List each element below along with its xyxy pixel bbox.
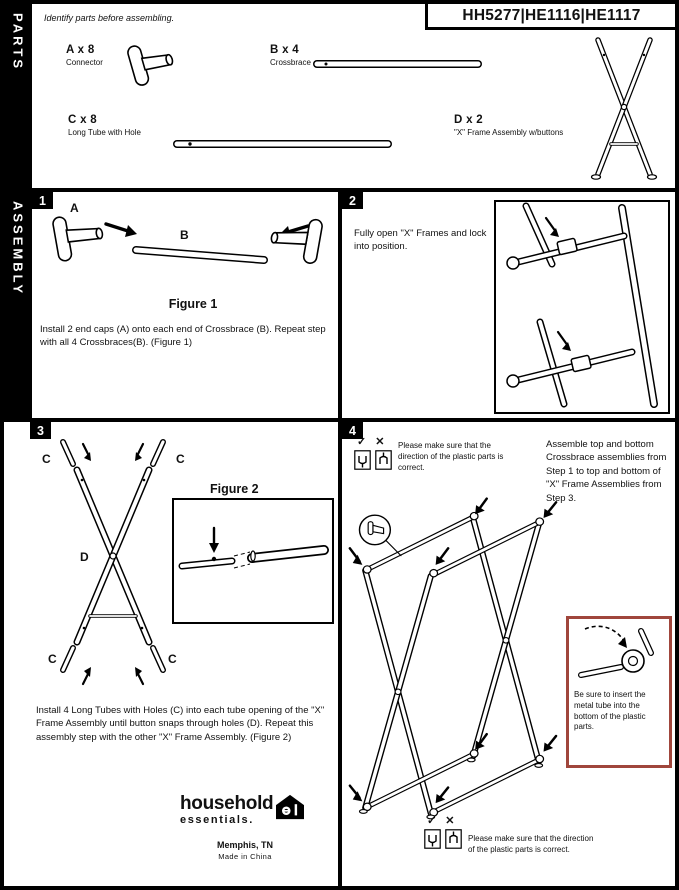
parts-sidebar-label: PARTS bbox=[10, 13, 26, 72]
part-c-label: C x 8 Long Tube with Hole bbox=[68, 114, 141, 137]
brand-name-top: household bbox=[180, 793, 274, 814]
step-3-x-frame-diagram bbox=[60, 439, 166, 686]
column-divider bbox=[338, 422, 342, 886]
direction-marks-bottom: ✓ ✕ bbox=[427, 814, 454, 827]
part-d-code: D x 2 bbox=[454, 114, 483, 126]
figure-2-caption: Figure 2 bbox=[210, 482, 259, 496]
assembly-sidebar-label: ASSEMBLY bbox=[10, 201, 26, 297]
part-c-code: C x 8 bbox=[68, 114, 97, 126]
column-divider bbox=[338, 192, 342, 422]
brand-text: household essentials. bbox=[180, 793, 274, 826]
figure-1-caption: Figure 1 bbox=[168, 297, 218, 311]
step-1-text: Install 2 end caps (A) onto each end of … bbox=[40, 324, 326, 349]
connector-a-icon bbox=[127, 45, 174, 86]
label-c-top-left: C bbox=[42, 452, 51, 466]
label-b: B bbox=[180, 228, 189, 242]
correct-part-icon bbox=[424, 829, 441, 849]
incorrect-part-icon bbox=[375, 450, 392, 470]
label-c-bottom-left: C bbox=[48, 652, 57, 666]
part-a-name: Connector bbox=[66, 58, 103, 67]
step-4-badge: 4 bbox=[342, 422, 363, 439]
insert-tube-detail-diagram bbox=[578, 625, 654, 678]
brand-city: Memphis, TN bbox=[216, 840, 273, 850]
step-4-assembly-diagram bbox=[348, 497, 558, 820]
brand-logo: household essentials. bbox=[180, 793, 305, 826]
step-4-text: Assemble top and bottom Crossbrace assem… bbox=[546, 439, 667, 504]
cross-mark: ✕ bbox=[445, 815, 455, 827]
model-number-title: HH5277|HE1116|HE1117 bbox=[425, 4, 675, 30]
figure-2-box bbox=[172, 498, 334, 624]
part-b-label: B x 4 Crossbrace bbox=[270, 44, 311, 67]
house-icon bbox=[276, 794, 305, 820]
step-2-figure-box bbox=[494, 200, 670, 414]
parts-sidebar: PARTS bbox=[4, 4, 32, 188]
assembly-sidebar: ASSEMBLY bbox=[4, 192, 32, 418]
part-d-label: D x 2 "X" Frame Assembly w/buttons bbox=[454, 114, 563, 137]
direction-warning-bottom: Please make sure that the direction of t… bbox=[468, 834, 594, 854]
step-3-badge: 3 bbox=[30, 422, 51, 439]
parts-intro: Identify parts before assembling. bbox=[44, 13, 175, 23]
label-c-bottom-right: C bbox=[168, 652, 177, 666]
part-b-name: Crossbrace bbox=[270, 58, 311, 67]
step-2-text: Fully open "X" Frames and lock into posi… bbox=[354, 228, 487, 253]
part-a-code: A x 8 bbox=[66, 44, 95, 56]
part-d-name: "X" Frame Assembly w/buttons bbox=[454, 128, 564, 137]
insert-tube-warning-box: Be sure to insert the metal tube into th… bbox=[566, 616, 672, 768]
part-b-code: B x 4 bbox=[270, 44, 299, 56]
step-2-badge: 2 bbox=[342, 192, 363, 209]
part-a-label: A x 8 Connector bbox=[66, 44, 103, 67]
x-frame-d-icon bbox=[590, 37, 658, 180]
label-d: D bbox=[80, 550, 89, 564]
incorrect-part-icon bbox=[445, 829, 462, 849]
check-mark: ✓ bbox=[427, 815, 437, 827]
step-3-text: Install 4 Long Tubes with Holes (C) into… bbox=[36, 705, 325, 743]
direction-warning-top: Please make sure that the direction of t… bbox=[398, 441, 504, 472]
row-divider bbox=[4, 418, 675, 422]
correct-part-icon bbox=[354, 450, 371, 470]
direction-marks-top: ✓ ✕ bbox=[357, 435, 384, 448]
figure-2-diagram bbox=[178, 526, 329, 570]
row-divider bbox=[4, 188, 675, 192]
label-c-top-right: C bbox=[176, 452, 185, 466]
direction-boxes-top bbox=[354, 450, 392, 470]
step-1-badge: 1 bbox=[32, 192, 53, 209]
model-number-text: HH5277|HE1116|HE1117 bbox=[462, 6, 641, 24]
label-a: A bbox=[70, 201, 79, 215]
cross-mark: ✕ bbox=[375, 436, 385, 448]
made-in-label: Made in China bbox=[218, 852, 272, 861]
crossbrace-b-icon bbox=[313, 60, 482, 68]
figure-1-diagram bbox=[52, 216, 323, 264]
part-c-name: Long Tube with Hole bbox=[68, 128, 141, 137]
check-mark: ✓ bbox=[357, 436, 367, 448]
insert-tube-warning-text: Be sure to insert the metal tube into th… bbox=[574, 690, 646, 732]
long-tube-c-icon bbox=[173, 140, 392, 148]
direction-boxes-bottom bbox=[424, 829, 462, 849]
step-2-lock-detail-diagram bbox=[506, 202, 658, 408]
brand-name-bottom: essentials. bbox=[180, 814, 254, 826]
